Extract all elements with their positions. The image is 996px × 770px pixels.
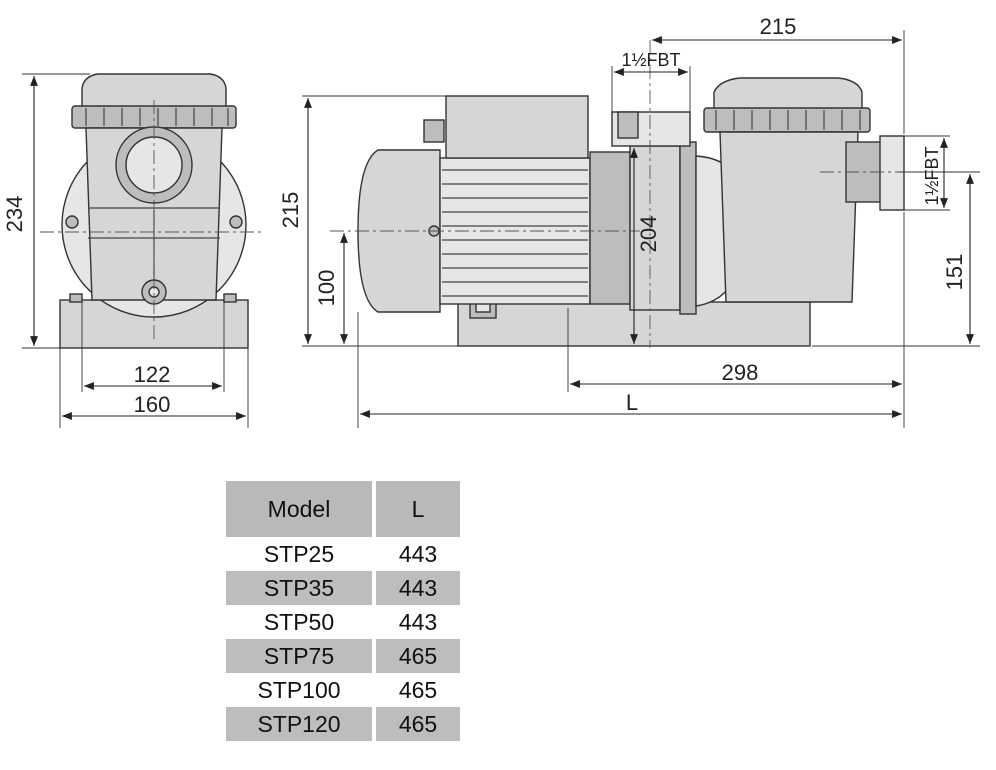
pump-technical-drawing: 234 215 100 204 151 1½FBT 1½FBT 215 122 … xyxy=(2,14,980,428)
row-model: STP35 xyxy=(226,571,372,605)
table-row: STP120 465 xyxy=(226,707,460,741)
row-length: 443 xyxy=(398,540,438,567)
row-model: STP120 xyxy=(226,707,372,741)
table-header-row: Model L xyxy=(226,481,460,537)
dimension-lines xyxy=(22,30,980,428)
table-row: STP100 465 xyxy=(226,673,460,707)
dim-body-height: 215 xyxy=(278,192,303,229)
dim-overall-height: 234 xyxy=(2,196,27,233)
row-length: 443 xyxy=(398,608,438,635)
header-length: L xyxy=(376,481,460,537)
table-row: STP25 443 xyxy=(226,537,460,571)
dim-base-holes: 122 xyxy=(134,362,171,387)
front-view xyxy=(59,73,249,349)
side-view xyxy=(357,77,905,347)
dim-motor-span: 204 xyxy=(636,216,661,253)
row-model: STP75 xyxy=(226,639,372,673)
row-length: 465 xyxy=(376,639,460,673)
row-length: 465 xyxy=(376,707,460,741)
row-model: STP100 xyxy=(257,676,341,703)
dim-inlet-label: 1½FBT xyxy=(621,50,680,70)
dim-foot-span: 298 xyxy=(722,360,759,385)
row-model: STP25 xyxy=(263,540,335,567)
dim-shaft-height: 100 xyxy=(314,270,339,307)
dim-top-span: 215 xyxy=(760,14,797,39)
dim-overall-length: L xyxy=(626,390,638,415)
dim-outlet-label: 1½FBT xyxy=(922,146,942,205)
dim-outlet-height: 151 xyxy=(942,254,967,291)
table-row: STP35 443 xyxy=(226,571,460,605)
row-length: 443 xyxy=(376,571,460,605)
table-row: STP50 443 xyxy=(226,605,460,639)
row-model: STP50 xyxy=(263,608,335,635)
row-length: 465 xyxy=(398,676,438,703)
model-length-table: Model L STP25 443 STP35 443 STP50 443 ST… xyxy=(226,481,460,741)
dim-base-width: 160 xyxy=(134,392,171,417)
header-model: Model xyxy=(226,481,372,537)
table-row: STP75 465 xyxy=(226,639,460,673)
